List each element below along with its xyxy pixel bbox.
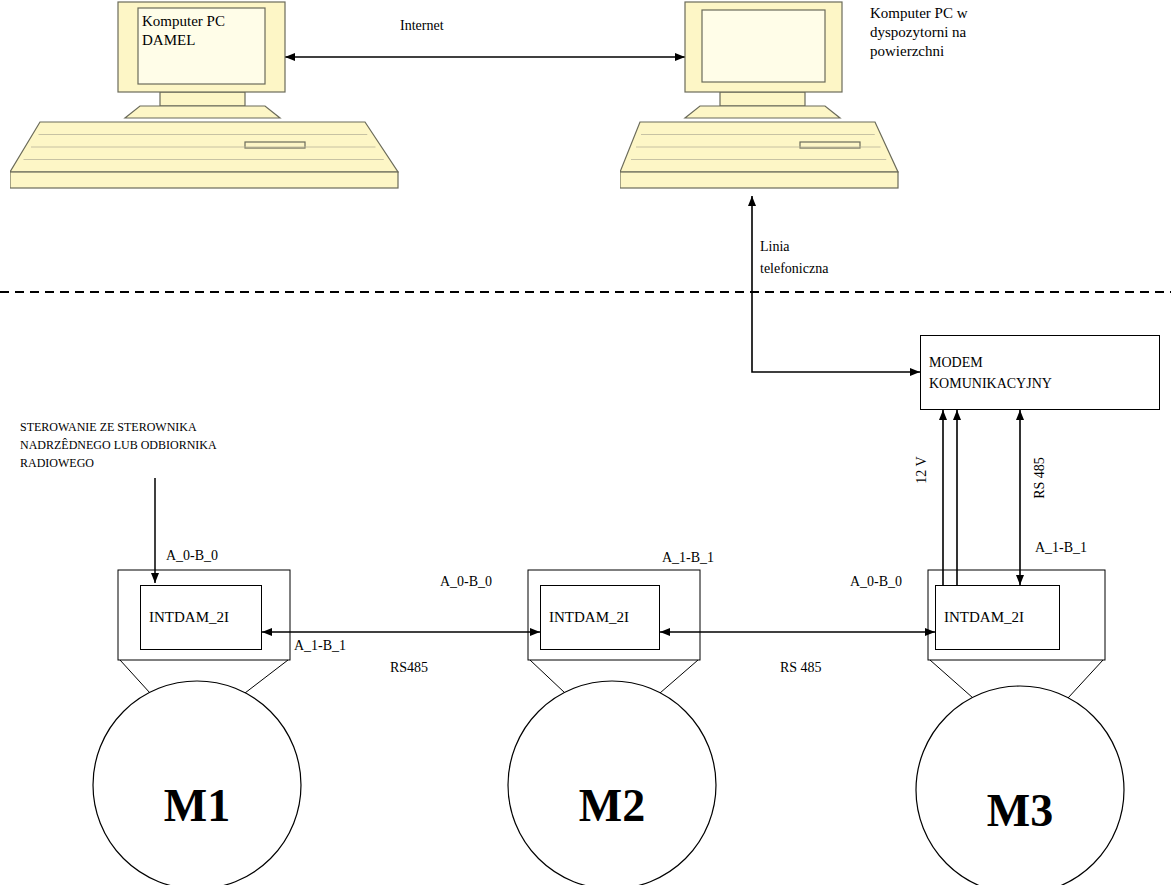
device-name: INTDAM_2I bbox=[149, 606, 229, 629]
motor-circle-outline bbox=[93, 681, 301, 885]
drive-housing bbox=[118, 570, 290, 660]
keyboard bbox=[620, 122, 898, 172]
motor-circle-outline bbox=[508, 681, 716, 885]
terminal-label: A_1-B_1 bbox=[1035, 540, 1087, 556]
computer-node: Komputer PC DAMEL bbox=[10, 0, 400, 196]
device-box: INTDAM_2I bbox=[140, 585, 262, 650]
device-box: MODEM KOMUNIKACYJNY bbox=[920, 335, 1160, 410]
device-name: INTDAM_2I bbox=[549, 606, 629, 629]
connector bbox=[1019, 410, 1021, 585]
motor-name: M1 bbox=[164, 739, 230, 832]
motor-circle: M3 bbox=[915, 685, 1125, 885]
monitor-stand bbox=[720, 92, 805, 106]
motor-circle: M1 bbox=[92, 680, 302, 885]
monitor-frame bbox=[685, 2, 842, 92]
drive-housing bbox=[528, 570, 700, 660]
keyboard bbox=[10, 122, 398, 172]
connector-label: RS 485 bbox=[780, 660, 822, 676]
monitor-base bbox=[125, 106, 280, 118]
monitor-screen bbox=[702, 10, 825, 82]
terminal-label: A_0-B_0 bbox=[850, 574, 902, 590]
computer-node: Komputer PC w dyspozytorni na powierzchn… bbox=[620, 0, 900, 196]
computer-caption: Komputer PC DAMEL bbox=[142, 12, 262, 50]
computer-caption: Komputer PC w dyspozytorni na powierzchn… bbox=[870, 4, 1010, 60]
connector bbox=[660, 631, 935, 633]
boundary-line bbox=[0, 291, 1171, 293]
drive-housing bbox=[928, 570, 1105, 660]
key-row bbox=[39, 134, 368, 135]
key-row bbox=[636, 147, 881, 148]
connector bbox=[285, 56, 685, 58]
computer-drawing bbox=[620, 0, 900, 196]
key-row bbox=[631, 159, 886, 160]
monitor-base bbox=[685, 106, 840, 118]
connector-label: RS 485 bbox=[1032, 457, 1048, 499]
connector bbox=[262, 631, 540, 633]
monitor-screen bbox=[138, 8, 265, 84]
connector bbox=[752, 196, 920, 372]
motor-name: M2 bbox=[579, 739, 645, 832]
monitor-frame bbox=[118, 2, 285, 92]
keyboard-front bbox=[10, 172, 398, 188]
connector-label: RS485 bbox=[390, 660, 428, 676]
computer-drawing bbox=[10, 0, 400, 196]
motor-circle: M2 bbox=[507, 680, 717, 885]
control-input-arrow bbox=[154, 478, 156, 583]
terminal-label: A_1-B_1 bbox=[294, 638, 346, 654]
connector bbox=[956, 410, 958, 585]
device-name: MODEM KOMUNIKACYJNY bbox=[929, 352, 1079, 394]
motor-name: M3 bbox=[987, 744, 1053, 837]
key-row bbox=[24, 159, 384, 160]
key-row bbox=[31, 147, 376, 148]
key-row bbox=[641, 134, 875, 135]
connector-label: 12 V bbox=[914, 456, 930, 483]
monitor-stand bbox=[160, 92, 245, 106]
control-source-note: STEROWANIE ZE STEROWNIKA NADRZÊDNEGO LUB… bbox=[20, 418, 235, 472]
connector bbox=[942, 410, 944, 585]
keyboard-front bbox=[620, 172, 898, 188]
device-box: INTDAM_2I bbox=[540, 585, 660, 650]
terminal-label: A_0-B_0 bbox=[166, 548, 218, 564]
terminal-label: A_1-B_1 bbox=[662, 550, 714, 566]
connector-label: Linia telefoniczna bbox=[760, 236, 860, 281]
connector-label: Internet bbox=[400, 18, 444, 34]
device-box: INTDAM_2I bbox=[935, 585, 1060, 650]
device-name: INTDAM_2I bbox=[944, 606, 1024, 629]
terminal-label: A_0-B_0 bbox=[440, 574, 492, 590]
motor-circle-outline bbox=[916, 686, 1124, 885]
